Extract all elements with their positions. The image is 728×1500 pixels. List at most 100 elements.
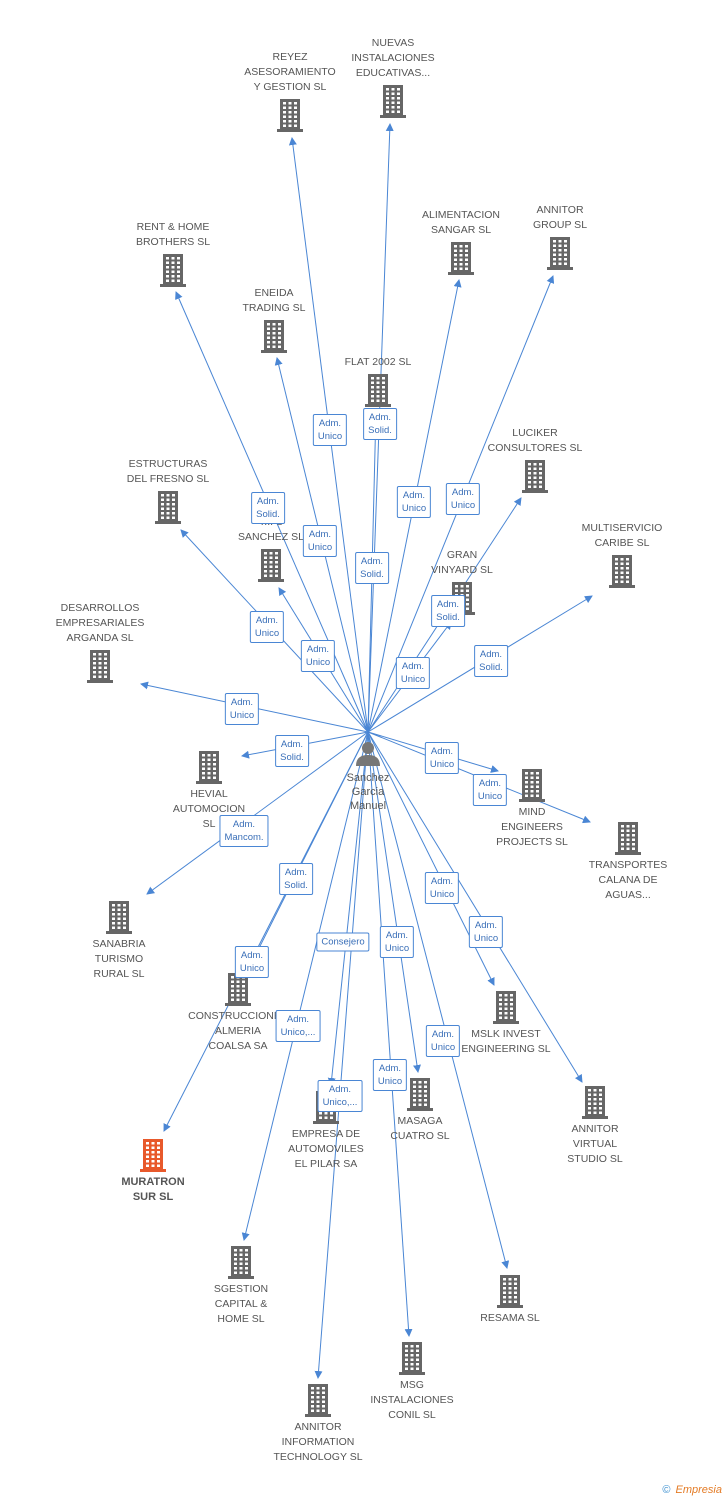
role-label-estructuras[interactable]: Adm.Unico xyxy=(249,611,285,643)
building-icon xyxy=(261,320,287,353)
role-label-desarrollos[interactable]: Adm.Unico xyxy=(224,693,260,725)
building-icon xyxy=(522,460,548,493)
role-label-flat[interactable]: Adm.Solid. xyxy=(355,552,389,584)
building-icon xyxy=(448,242,474,275)
edge-empresa xyxy=(327,731,369,1086)
role-label-tsanchez[interactable]: Adm.Unico xyxy=(300,640,336,672)
role-label-muratron[interactable]: Adm.Unico xyxy=(234,946,270,978)
building-icon xyxy=(155,491,181,524)
building-icon xyxy=(615,822,641,855)
brand-name: Empresia xyxy=(675,1484,722,1496)
role-label-mslk[interactable]: Adm.Unico xyxy=(424,872,460,904)
building-icon xyxy=(258,549,284,582)
building-icon xyxy=(365,374,391,407)
footer-brand: © Empresia xyxy=(662,1484,722,1496)
role-label-masaga[interactable]: Adm.Unico xyxy=(379,926,415,958)
company-node-resama[interactable]: RESAMA SL xyxy=(445,1273,575,1326)
role-label-empresa[interactable]: Consejero xyxy=(316,932,370,952)
role-label-renthome[interactable]: Adm.Solid. xyxy=(251,492,285,524)
company-node-flat[interactable]: FLAT 2002 SL xyxy=(313,355,443,408)
company-label: FLAT 2002 SL xyxy=(344,356,412,368)
building-icon xyxy=(225,973,251,1006)
role-label-mind[interactable]: Adm.Unico xyxy=(424,742,460,774)
edge-sanabria xyxy=(146,731,369,895)
building-icon xyxy=(399,1342,425,1375)
edge-annitorvirtual xyxy=(367,731,583,1083)
edge-sgestion xyxy=(241,731,369,1241)
building-icon xyxy=(497,1275,523,1308)
building-icon xyxy=(519,769,545,802)
role-label-alimentacion[interactable]: Adm.Unico xyxy=(396,486,432,518)
building-icon xyxy=(547,237,573,270)
role-label-reyez[interactable]: Adm.Unico xyxy=(312,414,348,446)
role-label-hevial[interactable]: Adm.Solid. xyxy=(275,735,309,767)
role-label-annitorvirtual[interactable]: Adm.Unico xyxy=(468,916,504,948)
building-icon xyxy=(277,99,303,132)
building-icon xyxy=(87,650,113,683)
role-label-construcciones[interactable]: Adm.Solid. xyxy=(279,863,313,895)
role-label-msg[interactable]: Adm.Unico xyxy=(372,1059,408,1091)
role-label-luciker[interactable]: Adm.Solid. xyxy=(431,595,465,627)
building-icon xyxy=(196,751,222,784)
edge-resama xyxy=(367,731,510,1269)
building-icon xyxy=(609,555,635,588)
role-label-eneida[interactable]: Adm.Unico xyxy=(302,525,338,557)
building-icon xyxy=(140,1139,166,1172)
role-label-gran[interactable]: Adm.Unico xyxy=(395,657,431,689)
building-icon xyxy=(407,1078,433,1111)
building-icon xyxy=(106,901,132,934)
role-label-annitorinfo[interactable]: Adm.Unico,... xyxy=(317,1080,363,1112)
building-icon xyxy=(160,254,186,287)
edge-muratron xyxy=(163,731,369,1132)
person-icon xyxy=(356,742,380,766)
role-label-nuevas[interactable]: Adm.Solid. xyxy=(363,408,397,440)
role-label-resama[interactable]: Adm.Unico xyxy=(425,1025,461,1057)
role-label-sgestion[interactable]: Adm.Unico,... xyxy=(275,1010,321,1042)
role-label-multiservicio[interactable]: Adm.Solid. xyxy=(474,645,508,677)
role-label-annitorgroup[interactable]: Adm.Unico xyxy=(445,483,481,515)
role-label-transportes[interactable]: Adm.Unico xyxy=(472,774,508,806)
building-icon xyxy=(380,85,406,118)
role-label-sanabria[interactable]: Adm.Mancom. xyxy=(219,815,269,847)
company-label: RESAMA SL xyxy=(480,1312,540,1324)
